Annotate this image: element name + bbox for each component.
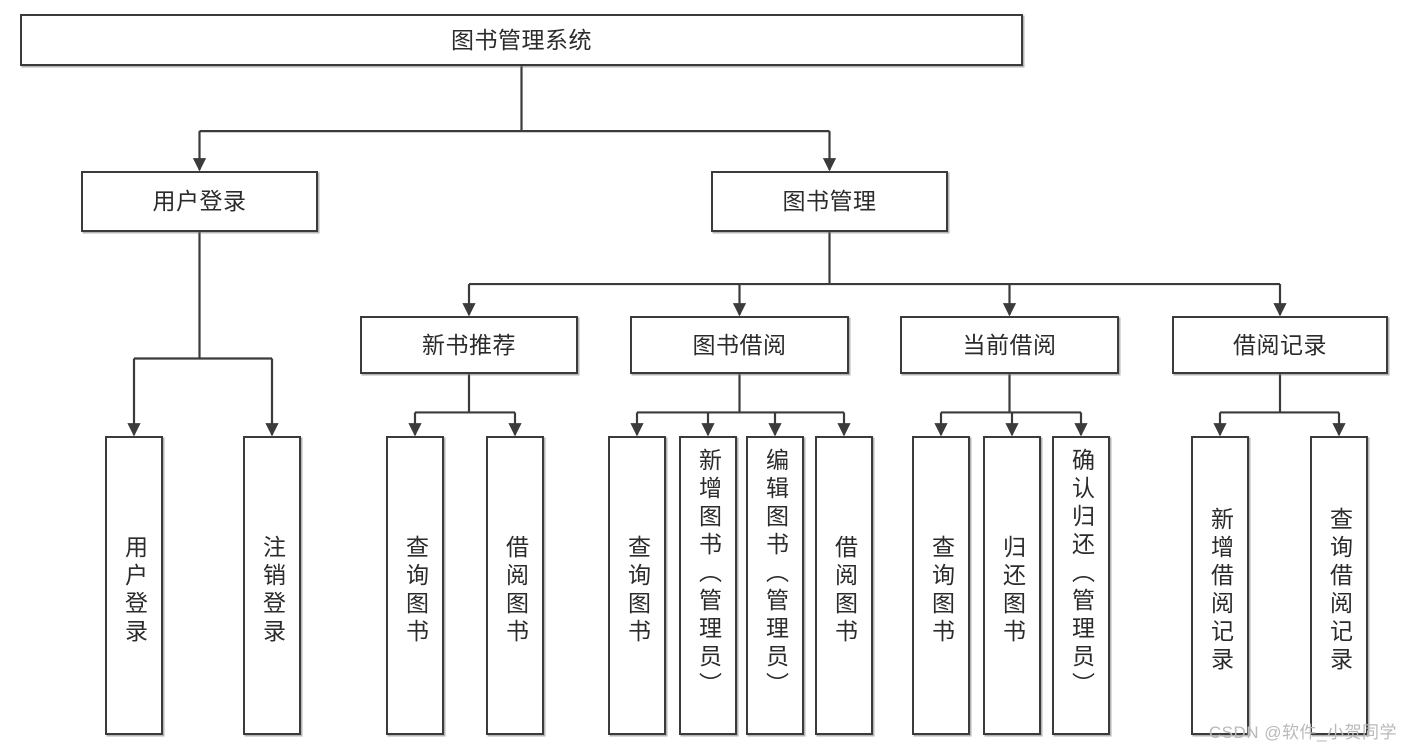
leaf-logout[interactable]: 注销登录 <box>243 436 301 735</box>
node-book-manage[interactable]: 图书管理 <box>711 171 948 232</box>
leaf-record-add-label: 新增借阅记录 <box>1207 506 1234 675</box>
leaf-logout-label: 注销登录 <box>259 534 286 647</box>
leaf-current-confirm-return[interactable]: 确认归还（管理员） <box>1052 436 1110 735</box>
node-borrow-record[interactable]: 借阅记录 <box>1172 316 1388 374</box>
node-book-manage-label: 图书管理 <box>782 188 877 215</box>
leaf-borrow-query-book[interactable]: 查询图书 <box>608 436 666 735</box>
leaf-current-query-book[interactable]: 查询图书 <box>912 436 970 735</box>
leaf-newbook-query-book-label: 查询图书 <box>402 534 429 647</box>
leaf-borrow-edit-book[interactable]: 编辑图书（管理员） <box>746 436 804 735</box>
leaf-current-query-book-label: 查询图书 <box>928 534 955 647</box>
leaf-record-add[interactable]: 新增借阅记录 <box>1191 436 1249 735</box>
leaf-borrow-edit-book-label: 编辑图书（管理员） <box>762 448 789 700</box>
leaf-current-return-book[interactable]: 归还图书 <box>983 436 1041 735</box>
watermark: CSDN @软件_小贺同学 <box>1208 723 1397 742</box>
leaf-borrow-borrow-book[interactable]: 借阅图书 <box>815 436 873 735</box>
node-new-book-recommend-label: 新书推荐 <box>422 331 516 358</box>
leaf-record-query-label: 查询借阅记录 <box>1326 506 1353 675</box>
leaf-borrow-query-book-label: 查询图书 <box>624 534 651 647</box>
leaf-current-confirm-return-label: 确认归还（管理员） <box>1068 448 1095 700</box>
leaf-borrow-add-book-label: 新增图书（管理员） <box>695 448 722 700</box>
node-borrow-record-label: 借阅记录 <box>1233 331 1327 358</box>
leaf-user-login[interactable]: 用户登录 <box>105 436 163 735</box>
node-root[interactable]: 图书管理系统 <box>20 14 1023 66</box>
leaf-user-login-label: 用户登录 <box>121 534 148 647</box>
node-new-book-recommend[interactable]: 新书推荐 <box>360 316 578 374</box>
leaf-newbook-borrow-book[interactable]: 借阅图书 <box>486 436 544 735</box>
node-current-borrow-label: 当前借阅 <box>962 331 1057 358</box>
leaf-newbook-query-book[interactable]: 查询图书 <box>386 436 444 735</box>
node-user-login[interactable]: 用户登录 <box>81 171 318 232</box>
node-current-borrow[interactable]: 当前借阅 <box>900 316 1119 374</box>
leaf-current-return-book-label: 归还图书 <box>999 534 1026 647</box>
node-book-borrow[interactable]: 图书借阅 <box>630 316 849 374</box>
node-user-login-label: 用户登录 <box>152 188 247 215</box>
node-root-label: 图书管理系统 <box>451 26 592 53</box>
leaf-record-query[interactable]: 查询借阅记录 <box>1310 436 1368 735</box>
leaf-borrow-add-book[interactable]: 新增图书（管理员） <box>679 436 737 735</box>
leaf-borrow-borrow-book-label: 借阅图书 <box>831 534 858 647</box>
leaf-newbook-borrow-book-label: 借阅图书 <box>502 534 529 647</box>
node-book-borrow-label: 图书借阅 <box>692 331 787 358</box>
